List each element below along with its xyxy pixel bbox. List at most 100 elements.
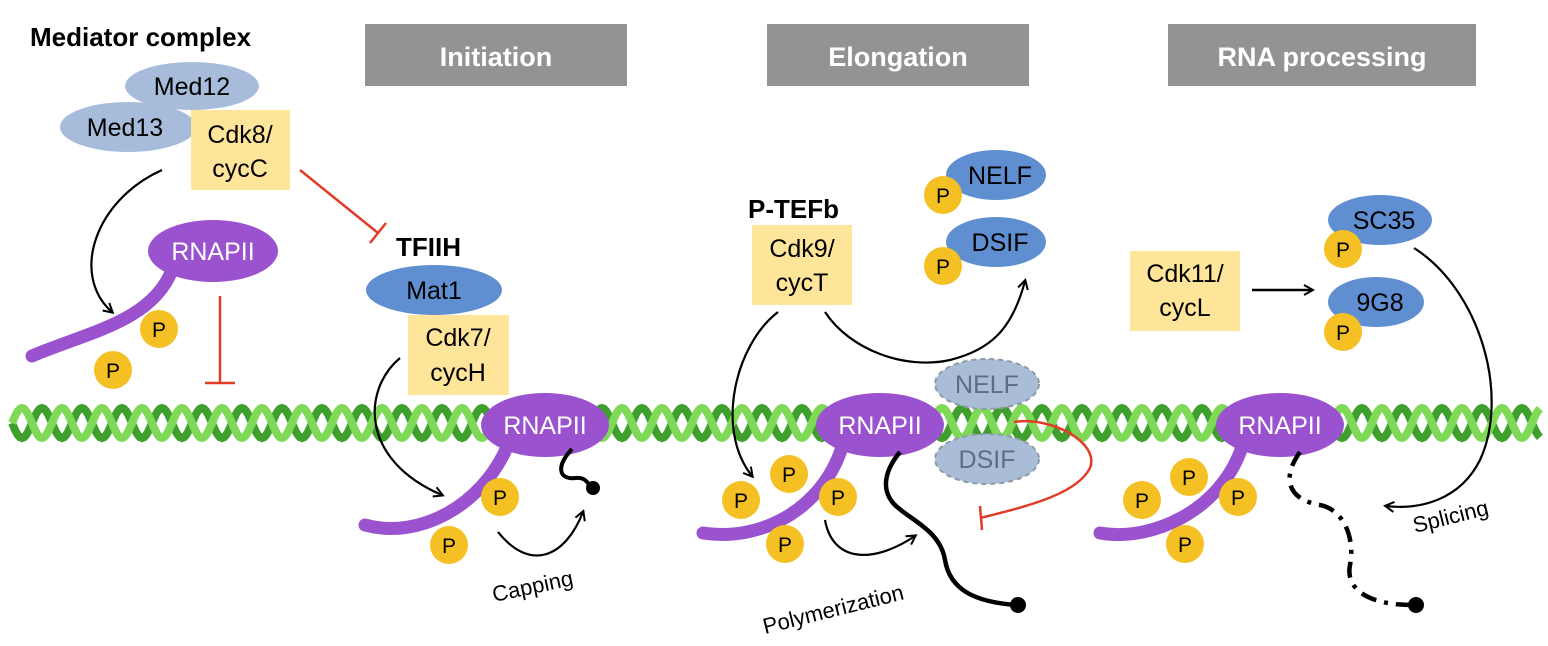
- nelf-released-label: NELF: [968, 162, 1032, 190]
- sc35-factor: [1328, 195, 1432, 245]
- splicing-label: Splicing: [1410, 495, 1491, 538]
- dsif-released: [946, 217, 1046, 267]
- cych-label: cycH: [430, 359, 486, 387]
- capping-label: Capping: [490, 565, 575, 606]
- rna-5prime-cap: [586, 481, 600, 495]
- svg-text:P: P: [1336, 239, 1350, 262]
- mat1-subunit: [366, 265, 502, 315]
- arrow-cdk7-to-rnapii: [373, 357, 442, 495]
- stage-title-rna-processing: RNA processing: [1217, 42, 1426, 72]
- stage-header-rna-processing: RNA processing: [1168, 24, 1476, 86]
- svg-text:P: P: [1135, 490, 1149, 513]
- stage-header-elongation: Elongation: [767, 24, 1029, 86]
- rnapii-initiation: [481, 393, 609, 457]
- nelf-bound: [934, 358, 1040, 410]
- med13-label: Med13: [87, 114, 163, 142]
- cycl-label: cycL: [1159, 294, 1211, 322]
- sc35-label: SC35: [1353, 207, 1416, 235]
- med12-subunit: [125, 62, 259, 110]
- inhibition-line-nelf-dsif-to-polymerization: [979, 419, 1093, 520]
- cdk11-label: Cdk11/: [1146, 260, 1223, 288]
- svg-text:P: P: [1336, 322, 1350, 345]
- phospho-group: P: [1324, 313, 1362, 351]
- phospho-group: P: [766, 525, 804, 563]
- svg-text:P: P: [1231, 487, 1245, 510]
- phospho-group: P: [140, 310, 178, 348]
- phospho-group: P: [770, 455, 808, 493]
- phospho-group: P: [924, 247, 962, 285]
- dsif-bound-label: DSIF: [959, 446, 1016, 474]
- svg-text:P: P: [936, 185, 950, 208]
- svg-text:P: P: [734, 490, 748, 513]
- cdk11-cycl-box: [1130, 251, 1240, 331]
- cdk8-cycc-box: [191, 110, 290, 190]
- polymerization-label: Polymerization: [760, 580, 906, 639]
- dsif-released-label: DSIF: [972, 229, 1029, 257]
- stage-title-elongation: Elongation: [828, 42, 967, 72]
- cdk7-cych-box: [408, 315, 509, 395]
- inhibition-bar-polymerization: [978, 505, 984, 531]
- arrow-cdk9-to-rnapii: [731, 311, 779, 476]
- rnapii-ctd-tail-initiation: [358, 440, 514, 535]
- nascent-rna-initiation: [559, 447, 594, 490]
- svg-text:P: P: [936, 256, 950, 279]
- phospho-group: P: [1123, 481, 1161, 519]
- phospho-group: P: [1170, 458, 1208, 496]
- cycc-label: cycC: [212, 155, 268, 183]
- inhibition-bar-tfiih: [369, 222, 387, 244]
- arrow-polymerization: [823, 519, 915, 556]
- rnapii-free: [148, 220, 278, 282]
- rnapii-ctd-tail-free: [25, 263, 179, 363]
- svg-text:P: P: [1178, 534, 1192, 557]
- 9g8-label: 9G8: [1356, 289, 1403, 317]
- svg-text:P: P: [106, 360, 120, 383]
- dsif-bound: [934, 433, 1040, 485]
- nelf-bound-label: NELF: [955, 371, 1019, 399]
- phospho-group: P: [722, 481, 760, 519]
- rnapii-ctd-tail-processing: [1093, 440, 1249, 541]
- stage-title-initiation: Initiation: [440, 42, 552, 72]
- ptefb-title: P-TEFb: [748, 194, 839, 224]
- med12-label: Med12: [154, 73, 230, 101]
- inhibition-line-cdk8-to-tfiih: [299, 169, 379, 234]
- cdk9-label: Cdk9/: [769, 235, 834, 263]
- arrow-cdk9-to-nelf-dsif: [824, 281, 1025, 364]
- rnapii-free-label: RNAPII: [171, 238, 254, 266]
- stage-header-initiation: Initiation: [365, 24, 627, 86]
- med13-subunit: [60, 102, 196, 152]
- mediator-complex-title: Mediator complex: [30, 22, 252, 52]
- nascent-rna-elongation: [883, 450, 1017, 608]
- phospho-group: P: [94, 351, 132, 389]
- rnapii-elongation-label: RNAPII: [838, 412, 921, 440]
- rnapii-processing-label: RNAPII: [1238, 412, 1321, 440]
- cyct-label: cycT: [776, 269, 829, 297]
- svg-text:P: P: [782, 464, 796, 487]
- svg-text:P: P: [442, 535, 456, 558]
- rnapii-ctd-tail-elongation: [696, 440, 849, 541]
- spliced-rna-processing: [1287, 450, 1413, 608]
- arrow-cdk8-to-rnapii: [90, 168, 163, 312]
- phospho-group: P: [481, 478, 519, 516]
- rna-5prime-cap: [1010, 597, 1026, 613]
- tfiih-title: TFIIH: [396, 232, 461, 262]
- rnapii-processing: [1216, 393, 1344, 457]
- svg-text:P: P: [831, 487, 845, 510]
- rnapii-initiation-label: RNAPII: [503, 412, 586, 440]
- mat1-label: Mat1: [406, 277, 462, 305]
- phospho-group: P: [819, 478, 857, 516]
- phospho-group: P: [924, 176, 962, 214]
- phospho-group: P: [1219, 478, 1257, 516]
- rnapii-elongation: [816, 393, 944, 457]
- nelf-released: [946, 150, 1046, 200]
- svg-text:P: P: [778, 534, 792, 557]
- 9g8-factor: [1328, 277, 1424, 327]
- phospho-group: P: [430, 526, 468, 564]
- cdk9-cyct-box: [752, 225, 852, 305]
- arrow-capping: [497, 512, 583, 557]
- arrow-splicing: [1386, 247, 1493, 507]
- cdk7-label: Cdk7/: [425, 324, 490, 352]
- rna-5prime-cap: [1408, 597, 1424, 613]
- phospho-group: P: [1166, 525, 1204, 563]
- cdk8-label: Cdk8/: [207, 121, 272, 149]
